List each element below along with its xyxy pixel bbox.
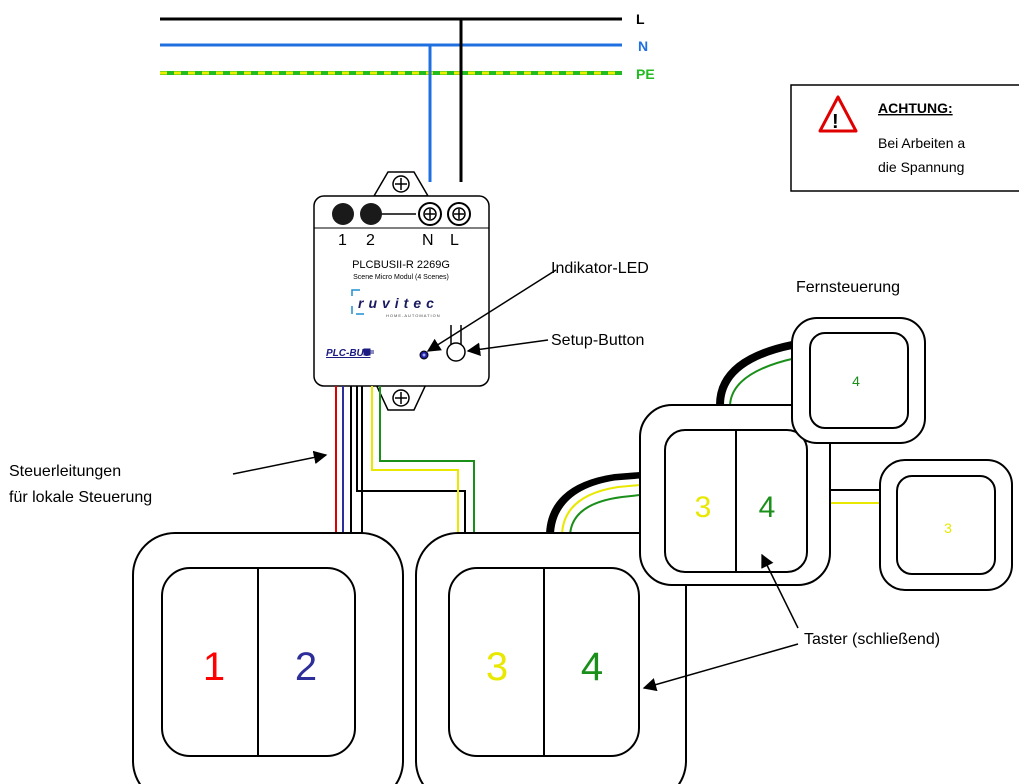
terminal-2-label: 2 (366, 232, 375, 249)
key-4[interactable]: 4 (581, 645, 603, 689)
remote-key-single-3[interactable]: 3 (944, 520, 952, 536)
switch-remote-3-4: 3 4 (639, 404, 831, 586)
label-setup-button: Setup-Button (551, 332, 644, 349)
plc-module: 1 2 N L PLCBUSII-R 2269G Scene Micro Mod… (313, 171, 490, 411)
cable-to-remote-double (545, 472, 641, 541)
switch-local-1-2: 1 2 (132, 532, 404, 784)
warning-text-2: die Spannung (878, 159, 964, 175)
terminal-n-slot (425, 209, 435, 219)
supply-wires (428, 19, 463, 182)
switch-rocker-remote-3 (896, 475, 996, 575)
arrow-setup-button (466, 339, 549, 357)
terminal-l-slot (454, 209, 464, 219)
wire-yellow (371, 386, 459, 540)
bus-lines: L N PE (160, 11, 655, 82)
remote-wires (545, 341, 880, 541)
bus-label-l: L (636, 11, 645, 27)
warning-frame (790, 84, 1019, 192)
key-3[interactable]: 3 (486, 645, 508, 689)
wire-green (379, 386, 475, 540)
key-2[interactable]: 2 (295, 645, 317, 689)
terminal-1-socket (332, 203, 354, 225)
setup-button[interactable] (450, 325, 462, 345)
switch-rocker-remote-4 (809, 332, 909, 429)
key-1[interactable]: 1 (203, 645, 225, 689)
indicator-led-core (422, 353, 426, 357)
terminal-2-socket (360, 203, 382, 225)
control-wires (335, 386, 475, 540)
warning-box: ! ACHTUNG: Bei Arbeiten a die Spannung (790, 84, 1019, 192)
switch-remote-single-3: 3 (879, 459, 1013, 591)
label-remote: Fernsteuerung (796, 279, 900, 296)
label-indicator-led: Indikator-LED (551, 260, 649, 277)
cable-green-2 (729, 357, 797, 406)
switch-remote-single-4: 4 (791, 317, 926, 444)
remote-key-4[interactable]: 4 (759, 491, 776, 524)
switch-local-3-4: 3 4 (415, 532, 687, 784)
plug-icon (363, 348, 374, 356)
warning-icon-mark: ! (832, 111, 839, 133)
arrow-indicator-led (426, 269, 557, 352)
plc-bus-logo: PLC-BUS (326, 348, 371, 359)
ruvitec-bracket-tl (351, 289, 360, 296)
module-model: PLCBUSII-R 2269G (352, 259, 450, 271)
remote-key-single-4[interactable]: 4 (852, 373, 860, 389)
module-subtitle: Scene Micro Modul (4 Scenes) (353, 274, 449, 281)
module-body (313, 195, 490, 387)
module-brand-sub: HOME-AUTOMATION (386, 313, 441, 318)
terminal-n-label: N (422, 232, 434, 249)
bus-label-pe: PE (636, 66, 655, 82)
setup-button-knob[interactable] (446, 342, 466, 362)
screw-top-slot (395, 178, 407, 190)
arrow-pushbutton-remote (761, 553, 799, 629)
arrow-pushbutton-local (642, 643, 799, 692)
warning-text-1: Bei Arbeiten a (878, 135, 965, 151)
bus-label-n: N (638, 38, 648, 54)
warning-icon (818, 95, 858, 133)
cable-to-remote-single-4 (716, 341, 793, 406)
wire-black-b (356, 386, 466, 540)
cable-yellow (560, 484, 641, 541)
callouts: Indikator-LED Setup-Button Fernsteuerung… (9, 260, 940, 692)
terminal-l-label: L (450, 232, 459, 249)
label-control-lines-1: Steuerleitungen (9, 463, 121, 480)
module-brand: ruvitec (358, 295, 439, 311)
screw-bottom-slot (395, 392, 407, 404)
label-control-lines-2: für lokale Steuerung (9, 489, 152, 506)
terminal-1-label: 1 (338, 232, 347, 249)
arrow-control-lines (232, 450, 328, 475)
label-pushbuttons: Taster (schließend) (804, 631, 940, 648)
cable-inner-a (554, 478, 641, 541)
remote-key-3[interactable]: 3 (695, 491, 712, 524)
warning-title: ACHTUNG: (878, 100, 953, 116)
